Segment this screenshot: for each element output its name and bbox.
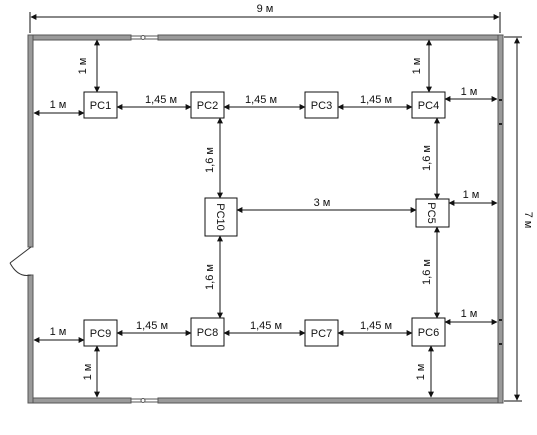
right-wall [497,34,504,404]
label-pc10-pc8: 1,6 м [204,264,216,290]
label-pc4-right: 1 м [461,86,478,98]
bottom-window [131,398,158,403]
label-pc1-top: 1 м [77,58,89,75]
top-wall-right [157,34,504,41]
dimension-labels: 1 м 1 м 1 м 1,45 м 1,45 м 1,45 м 1 м 1,6… [50,58,480,381]
label-pc7-pc6: 1,45 м [360,320,392,332]
label-pc4-top: 1 м [411,58,423,75]
right-wall-windows [499,99,502,345]
workstation-label-pc4: PC4 [418,100,439,112]
dimension-lines [33,39,498,398]
room-height-dimension: 7 м [504,36,534,402]
workstation-pc6: PC6 [411,317,446,347]
workstation-label-pc1: PC1 [90,100,111,112]
workstation-pc9: PC9 [83,319,118,347]
label-pc9-bottom: 1 м [82,364,94,381]
workstation-label-pc8: PC8 [197,327,218,339]
workstation-label-pc3: PC3 [311,100,332,112]
door-icon [9,246,32,276]
label-pc5-right: 1 м [463,189,480,201]
workstation-pc4: PC4 [411,91,446,119]
workstation-pc8: PC8 [190,317,225,347]
room-width-label: 9 м [257,3,274,15]
workstation-pc2: PC2 [190,91,225,119]
room-height-label: 7 м [522,212,534,229]
label-pc8-pc7: 1,45 м [250,320,282,332]
workstation-label-pc2: PC2 [197,100,218,112]
workstation-label-pc5: PC5 [425,202,437,223]
label-pc2-pc3: 1,45 м [245,94,277,106]
label-pc4-pc5: 1,6 м [421,145,433,171]
label-pc6-right: 1 м [461,308,478,320]
label-pc1-left: 1 м [50,99,67,111]
room-width-dimension: 9 м [29,3,501,33]
label-pc9-pc8: 1,45 м [136,320,168,332]
workstation-label-pc10: PC10 [214,203,226,231]
label-pc2-pc10: 1,6 м [204,147,216,173]
label-pc1-pc2: 1,45 м [145,94,177,106]
workstation-label-pc7: PC7 [311,328,332,340]
workstation-pc3: PC3 [304,91,339,119]
workstation-pc10: PC10 [204,197,238,237]
workstation-label-pc9: PC9 [90,328,111,340]
left-wall-bottom [27,274,34,404]
workstation-pc1: PC1 [83,91,118,119]
label-pc5-pc6: 1,6 м [421,259,433,285]
bottom-wall-right [157,397,504,404]
workstations: PC1 PC2 PC3 PC4 PC5 PC6 PC7 PC8 [83,91,450,347]
workstation-pc7: PC7 [304,319,339,347]
label-pc9-left: 1 м [50,326,67,338]
workstation-pc5: PC5 [415,198,450,228]
label-pc6-bottom: 1 м [415,364,427,381]
label-pc10-pc5: 3 м [314,197,331,209]
top-wall-left [27,34,132,41]
label-pc3-pc4: 1,45 м [360,94,392,106]
walls [27,34,504,404]
workstation-label-pc6: PC6 [418,327,439,339]
bottom-wall-left [27,397,132,404]
left-wall-top [27,34,34,248]
top-window [131,35,158,40]
